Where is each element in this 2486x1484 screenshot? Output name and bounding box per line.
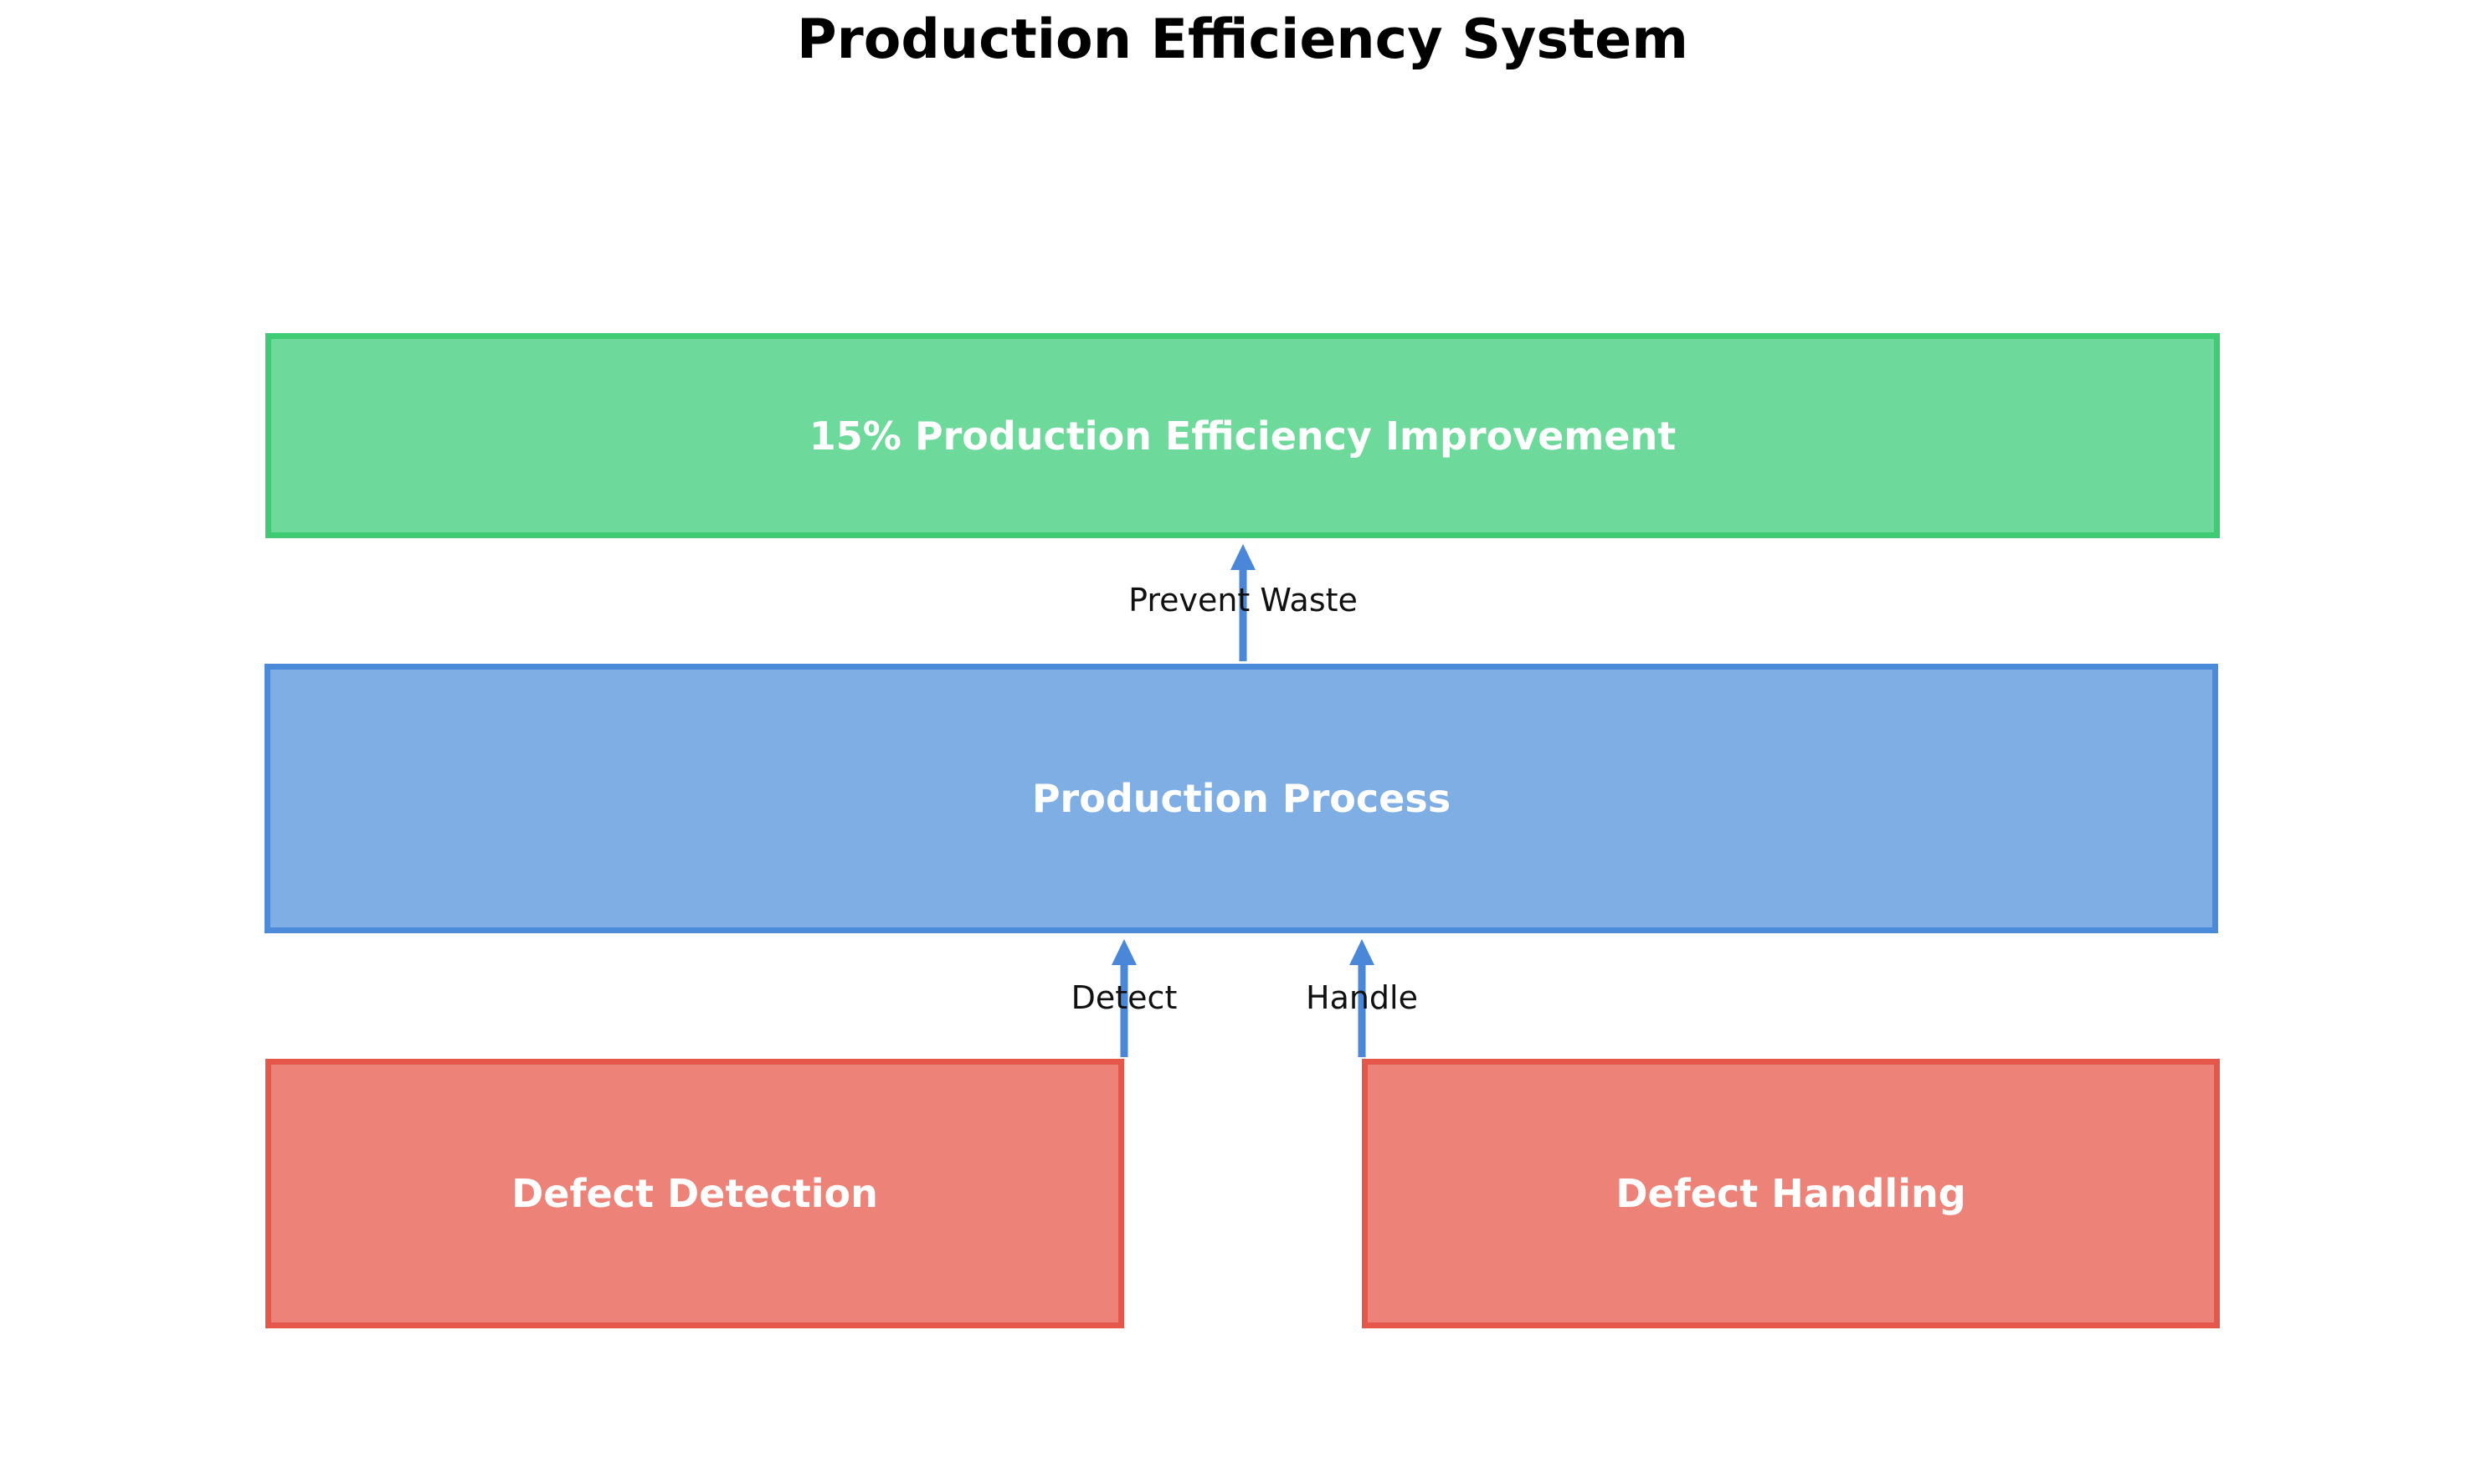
prevent-waste-arrow-icon	[1230, 544, 1256, 661]
edge-label-handle: Handle	[1305, 979, 1419, 1016]
node-efficiency-improvement-label: 15% Production Efficiency Improvement	[809, 413, 1677, 459]
node-defect-handling-label: Defect Handling	[1615, 1171, 1966, 1216]
page-title: Production Efficiency System	[797, 8, 1688, 71]
node-defect-detection: Defect Detection	[265, 1059, 1124, 1328]
node-production-process-label: Production Process	[1031, 776, 1451, 821]
edge-label-prevent-waste: Prevent Waste	[1128, 582, 1358, 619]
node-defect-handling: Defect Handling	[1362, 1059, 2220, 1328]
detect-arrow-icon	[1112, 939, 1137, 1057]
node-defect-detection-label: Defect Detection	[511, 1171, 878, 1216]
handle-arrow-icon	[1349, 939, 1374, 1057]
edge-label-detect: Detect	[1071, 979, 1178, 1016]
node-efficiency-improvement: 15% Production Efficiency Improvement	[265, 333, 2220, 538]
node-production-process: Production Process	[265, 664, 2218, 933]
